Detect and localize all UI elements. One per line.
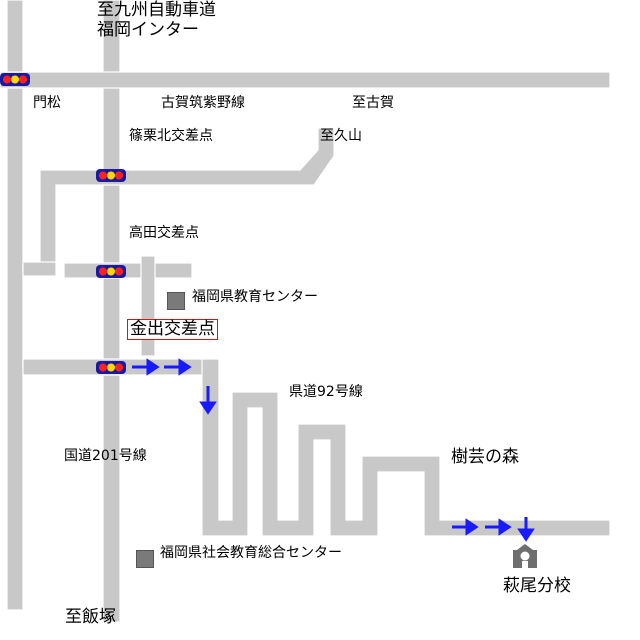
road-takata-branch [140, 255, 156, 357]
label-to-hisayama: 至久山 [320, 128, 362, 144]
label-jugei-forest: 樹芸の森 [451, 447, 519, 467]
road-left-vertical [6, 0, 24, 611]
road-takata [63, 262, 193, 279]
label-sasaguri-kita-intersection: 篠栗北交差点 [129, 128, 213, 144]
road-national-201 [102, 0, 121, 623]
road-koga-chikushino [0, 71, 611, 89]
route-arrow-icon [485, 518, 512, 536]
building-icon [167, 292, 185, 310]
route-arrow-icon [199, 386, 217, 415]
traffic-signal-icon [96, 265, 126, 278]
school-icon [513, 544, 537, 568]
road-left-stub [22, 261, 57, 277]
label-koga-chikushino-line: 古賀筑紫野線 [161, 95, 245, 111]
road-network [0, 0, 611, 623]
label-monmatsu: 門松 [33, 95, 61, 111]
label-kanaide-intersection: 金出交差点 [127, 319, 218, 340]
label-social-education-center: 福岡県社会教育総合センター [160, 545, 342, 561]
label-to-koga: 至古賀 [352, 95, 394, 111]
route-arrow-icon [517, 517, 535, 542]
traffic-signal-icon [96, 169, 126, 182]
label-hagio-branch-school: 萩尾分校 [503, 576, 571, 596]
road-pref-92 [201, 358, 611, 537]
road-to-hisayama [39, 127, 335, 271]
traffic-signal-icon [0, 73, 30, 86]
label-takata-intersection: 高田交差点 [129, 225, 199, 241]
label-to-iizuka: 至飯塚 [65, 607, 116, 627]
traffic-signal-icon [96, 361, 126, 374]
route-arrow-icon [164, 358, 192, 376]
label-kyushu-expressway: 至九州自動車道 [97, 0, 216, 20]
label-pref-education-center: 福岡県教育センター [192, 289, 318, 305]
label-pref-road-92: 県道92号線 [289, 384, 363, 400]
label-fukuoka-ic: 福岡インター [97, 20, 199, 40]
label-national-road-201: 国道201号線 [64, 448, 147, 464]
route-arrow-icon [132, 358, 160, 376]
building-icon [136, 550, 154, 568]
route-arrow-icon [452, 518, 479, 536]
